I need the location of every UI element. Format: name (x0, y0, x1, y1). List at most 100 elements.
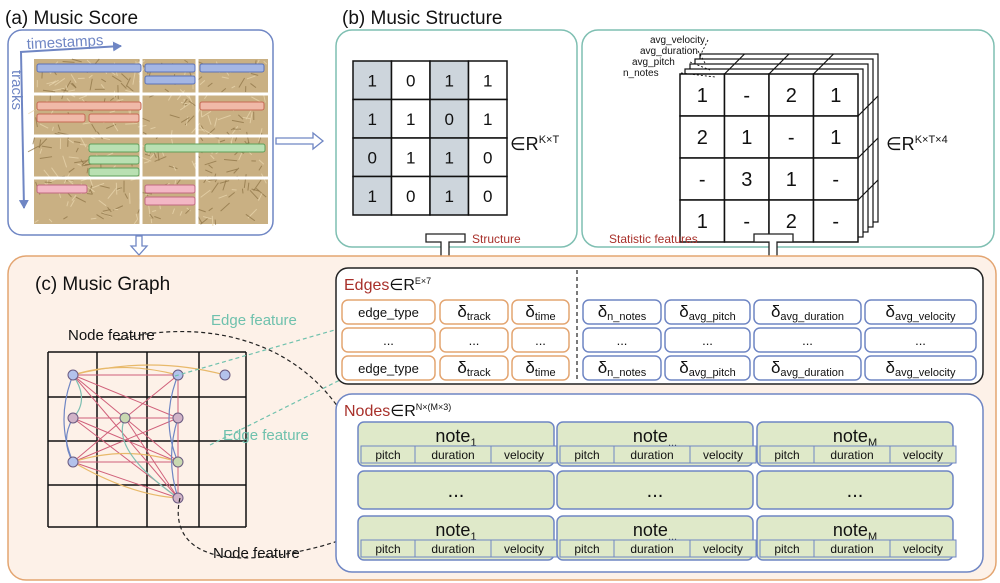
arrow-a-to-b (275, 131, 325, 151)
straw-stroke (222, 179, 227, 191)
panel-c-title: (c) Music Graph (35, 274, 170, 295)
statistic-cell-value: 2 (786, 85, 797, 107)
straw-stroke (70, 82, 77, 89)
structure-cell-value: 1 (483, 110, 492, 129)
straw-stroke (214, 117, 218, 127)
statistic-cell-value: 1 (697, 211, 708, 233)
structure-cell-value: 0 (406, 71, 415, 90)
straw-stroke (125, 77, 131, 87)
structure-label: Structure (472, 232, 521, 246)
straw-stroke (210, 154, 215, 160)
straw-stroke (150, 126, 156, 130)
straw-stroke (173, 165, 177, 171)
edge-cell-text: δtime (525, 302, 555, 323)
edge-cell (511, 299, 570, 325)
edge-cell (341, 355, 436, 381)
structure-cell-value: 1 (368, 71, 377, 90)
timestamps-axis-arrow (19, 41, 122, 53)
structure-cell (429, 137, 470, 178)
straw-stroke (199, 79, 206, 86)
edge-stat-cell (753, 299, 862, 325)
node-field (889, 445, 957, 464)
music-graph (47, 351, 247, 528)
graph-edge (72, 374, 126, 419)
straw-stroke (82, 122, 91, 125)
statistic-cell (812, 199, 859, 243)
edge-cell-text: edge_type (358, 305, 419, 320)
score-note-bar (144, 184, 196, 194)
graph-edge (72, 374, 179, 419)
graph-curved-edge (63, 374, 74, 463)
structure-cell-value: 1 (445, 148, 454, 167)
straw-stroke (258, 159, 265, 165)
structure-cell (390, 175, 431, 216)
straw-stroke (57, 131, 70, 136)
straw-stroke (197, 208, 206, 213)
straw-stroke (202, 128, 214, 136)
straw-stroke (80, 159, 85, 165)
node-ellipsis-card (556, 470, 754, 510)
edge-stat-cell-text: ... (802, 333, 813, 348)
straw-stroke (219, 139, 226, 143)
straw-stroke (125, 123, 138, 125)
node-ellipsis: ... (448, 480, 465, 502)
structure-cell (390, 60, 431, 101)
node-field-label: duration (431, 542, 474, 556)
straw-stroke (89, 189, 93, 195)
statistic-cell (812, 73, 859, 117)
graph-curved-edge (72, 452, 179, 463)
straw-stroke (63, 216, 68, 220)
structure-cell (467, 175, 508, 216)
edge-stat-cell (753, 355, 862, 381)
straw-stroke (65, 85, 68, 91)
straw-stroke (204, 160, 217, 166)
structure-cell-value: 0 (483, 187, 492, 206)
straw-stroke (57, 124, 61, 131)
statistic-cell-value: - (699, 169, 706, 191)
structure-cell (429, 60, 470, 101)
edge-cell (341, 327, 436, 353)
straw-stroke (86, 167, 89, 174)
straw-stroke (180, 116, 190, 123)
straw-stroke (27, 145, 40, 153)
graph-node (172, 412, 184, 424)
statistic-cell-value: 1 (697, 85, 708, 107)
structure-cell (352, 137, 393, 178)
straw-stroke (101, 78, 107, 83)
straw-stroke (124, 193, 129, 199)
edge-stat-cell (582, 327, 662, 353)
node-field-label: pitch (574, 542, 599, 556)
straw-stroke (120, 82, 127, 89)
structure-cell-value: 1 (445, 71, 454, 90)
straw-stroke (245, 213, 256, 222)
edge-stat-cell (582, 299, 662, 325)
score-note-bar (88, 113, 140, 123)
edge-cell-text: δtime (525, 358, 555, 379)
straw-stroke (39, 156, 53, 159)
score-grid (34, 59, 268, 224)
cube-depth-line (857, 95, 879, 117)
structure-cell (467, 137, 508, 178)
straw-stroke (86, 193, 93, 195)
graph-node (67, 369, 79, 381)
straw-stroke (68, 167, 75, 173)
score-note-bar (36, 113, 86, 123)
node-field-label: velocity (903, 448, 943, 462)
graph-curved-edge (72, 366, 179, 376)
node-card-title: noteM (833, 520, 877, 543)
node-field-label: pitch (774, 542, 799, 556)
straw-stroke (223, 158, 238, 162)
structure-cell-value: 0 (368, 148, 377, 167)
straw-stroke (90, 217, 97, 220)
statistic-cell (723, 157, 770, 201)
straw-stroke (201, 110, 212, 118)
straw-stroke (48, 79, 59, 86)
statistic-layer-leader (680, 72, 716, 78)
node-ellipsis: ... (647, 480, 664, 502)
node-card-title: note1 (435, 520, 476, 543)
statistic-layer-label: avg_pitch (632, 57, 675, 68)
panel-a-frame (7, 29, 274, 236)
score-note-bar (144, 63, 196, 73)
straw-stroke (38, 138, 48, 148)
